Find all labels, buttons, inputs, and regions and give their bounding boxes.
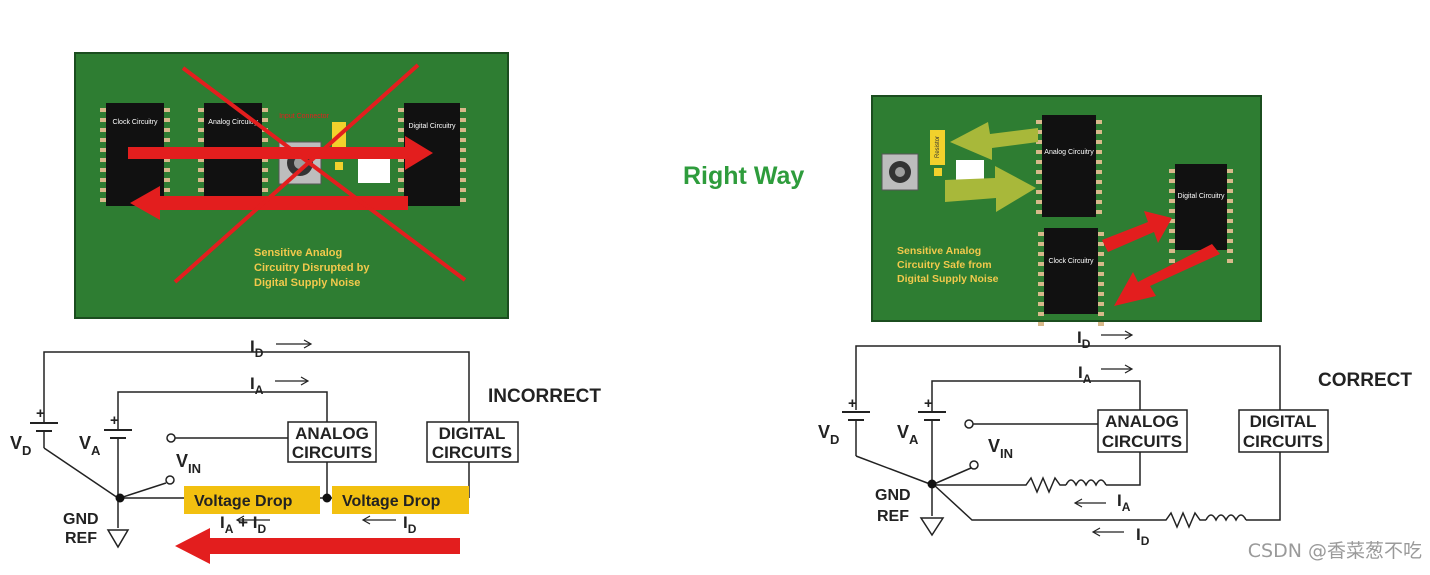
left-digital-box-line-1: DIGITAL — [439, 424, 506, 443]
left-white-pad — [358, 157, 390, 183]
right-small-part — [934, 168, 942, 176]
left-cross-line-1 — [181, 66, 467, 282]
left-va-label: VA — [79, 433, 101, 458]
left-id-top-label: ID — [250, 337, 264, 360]
left-arrow-right — [128, 136, 433, 170]
right-arrow-in — [945, 166, 1036, 212]
right-vin-label: VIN — [988, 436, 1013, 461]
right-pcb: Resistor Analog Circuitry Digital Circui… — [871, 95, 1262, 326]
right-input-connector — [881, 153, 919, 191]
right-schematic-labels: ID IA + + VD VA VIN GND REF ANALOG CIRCU… — [818, 328, 1412, 548]
left-analog-box-line-1: ANALOG — [295, 424, 369, 443]
right-arrow-clock-to-digital — [1102, 211, 1172, 252]
left-vd-label: VD — [10, 433, 31, 458]
left-schematic — [30, 339, 519, 549]
left-gnd-label: GND — [63, 511, 99, 528]
left-node-analog — [322, 493, 332, 503]
left-sum-current-label: IA + ID — [220, 513, 267, 536]
left-voltage-drop-2-label: Voltage Drop — [342, 493, 441, 510]
right-ref-label: REF — [877, 508, 909, 525]
right-heading: Right Way — [683, 162, 804, 190]
left-connector-label: Input Connector — [279, 113, 329, 120]
left-ref-label: REF — [65, 530, 97, 547]
right-resistor-label: Resistor — [935, 136, 941, 158]
left-ia-top-label: IA — [250, 374, 264, 397]
right-vd-label: VD — [818, 422, 839, 447]
left-va-plus: + — [110, 412, 119, 429]
right-vd-plus: + — [848, 395, 857, 412]
right-arrow-digital-return — [1114, 244, 1220, 306]
right-gnd-node — [927, 479, 937, 489]
right-clock-chip: Clock Circuitry — [1038, 228, 1104, 326]
left-verdict: INCORRECT — [488, 386, 601, 407]
left-small-part — [335, 162, 343, 170]
left-caption-line-2: Circuitry Disrupted by — [254, 262, 370, 274]
svg-text:Digital Circuitry: Digital Circuitry — [1177, 193, 1225, 200]
left-vin-label: VIN — [176, 451, 201, 476]
right-ia-top-label: IA — [1078, 363, 1092, 386]
right-digital-box-line-1: DIGITAL — [1250, 412, 1317, 431]
right-arrow-out — [950, 122, 1038, 160]
right-digital-box-line-2: CIRCUITS — [1243, 432, 1323, 451]
left-schematic-fills — [115, 486, 469, 564]
left-voltage-drop-1-label: Voltage Drop — [194, 493, 293, 510]
right-id-return-label: ID — [1136, 525, 1150, 548]
right-id-top-label: ID — [1077, 328, 1091, 351]
left-return-arrow — [175, 528, 460, 564]
right-va-label: VA — [897, 422, 919, 447]
right-caption-line-3: Digital Supply Noise — [897, 273, 999, 285]
right-va-plus: + — [924, 395, 933, 412]
right-analog-box-line-1: ANALOG — [1105, 412, 1179, 431]
right-resistor — [930, 130, 945, 165]
right-verdict: CORRECT — [1318, 370, 1412, 391]
svg-text:Digital Circuitry: Digital Circuitry — [408, 123, 456, 130]
left-arrow-left — [130, 186, 408, 220]
left-digital-box-line-2: CIRCUITS — [432, 443, 512, 462]
left-analog-box-line-2: CIRCUITS — [292, 443, 372, 462]
left-caption-line-1: Sensitive Analog — [254, 247, 342, 259]
svg-text:Clock Circuitry: Clock Circuitry — [1048, 258, 1094, 265]
left-voltage-drop-2 — [332, 486, 469, 514]
left-id-bottom-label: ID — [403, 513, 417, 536]
svg-text:Clock Circuitry: Clock Circuitry — [112, 119, 158, 126]
right-gnd-label: GND — [875, 487, 911, 504]
svg-text:Analog Circuitry: Analog Circuitry — [1044, 149, 1094, 156]
svg-text:Analog Circuitry: Analog Circuitry — [208, 119, 258, 126]
right-analog-chip: Analog Circuitry — [1036, 115, 1102, 217]
right-digital-chip: Digital Circuitry — [1169, 164, 1233, 263]
watermark: CSDN @香菜葱不吃 — [1247, 540, 1422, 562]
right-ia-return-label: IA — [1117, 491, 1131, 514]
left-cross-line-2 — [173, 63, 420, 284]
right-caption-line-1: Sensitive Analog — [897, 245, 981, 257]
left-caption-line-3: Digital Supply Noise — [254, 277, 360, 289]
left-schematic-labels: ID IA + + VD VA VIN GND REF ANALOG CIRCU… — [10, 337, 601, 547]
right-schematic — [842, 330, 1329, 537]
left-vd-plus: + — [36, 405, 45, 422]
right-caption-line-2: Circuitry Safe from — [897, 259, 992, 271]
left-pcb: Clock Circuitry Analog Circuitry Digital… — [74, 52, 509, 319]
left-voltage-drop-1 — [184, 486, 320, 514]
right-analog-box-line-2: CIRCUITS — [1102, 432, 1182, 451]
left-gnd-node — [115, 493, 125, 503]
